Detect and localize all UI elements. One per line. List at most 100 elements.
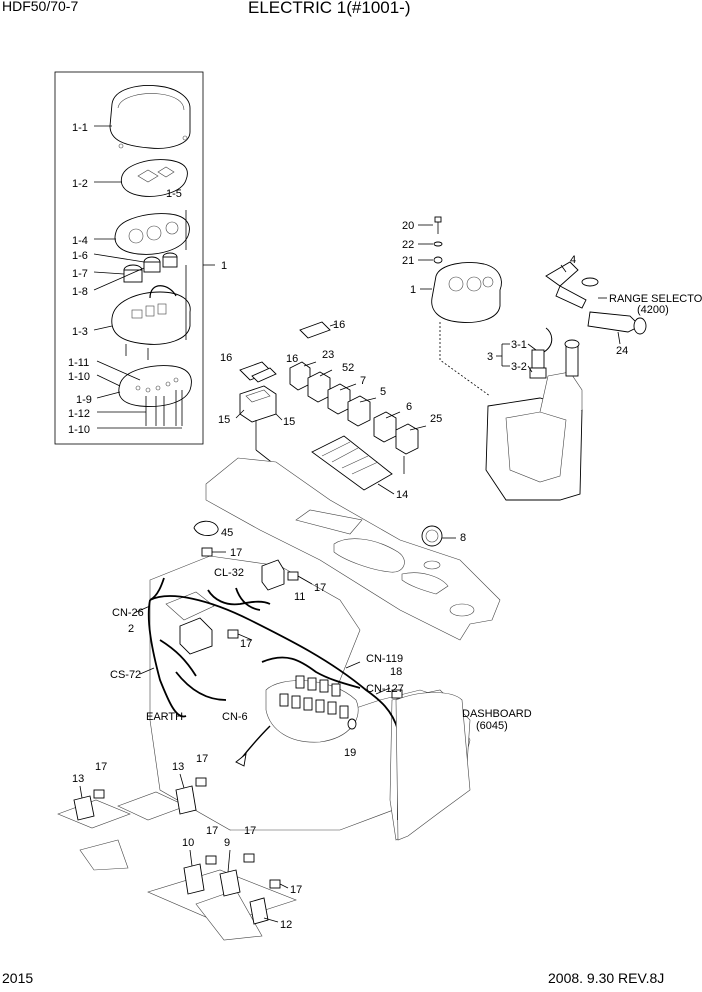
callout-1-3: 1-3 — [72, 326, 88, 338]
connector-bank — [235, 675, 359, 767]
callout-8: 8 — [460, 532, 466, 544]
rocker-switches — [289, 361, 419, 455]
wire-harness-2 — [147, 577, 399, 820]
callout-17h: 17 — [290, 884, 302, 896]
callout-45: 45 — [221, 527, 233, 539]
callout-cn-119: CN-119 — [366, 653, 403, 665]
callout-10: 10 — [182, 837, 194, 849]
top-right-callouts: 20 22 21 1 4 3 3-1 3-2 24 RANGE SELECTOR… — [402, 220, 702, 373]
dashboard-ref-panel: DASHBOARD (6045) — [395, 692, 532, 841]
callout-18: 18 — [390, 666, 402, 678]
cluster-cover-1-1 — [109, 85, 191, 149]
callout-16c: 16 — [286, 353, 298, 365]
dashboard-label: DASHBOARD — [462, 708, 532, 720]
dashboard-ref: (6045) — [476, 720, 508, 732]
range-selector-ref: (4200) — [637, 304, 669, 316]
callout-1-top: 1 — [410, 284, 416, 296]
callout-21: 21 — [402, 255, 414, 267]
callout-16a: 16 — [333, 319, 345, 331]
callout-1-7: 1-7 — [72, 268, 88, 280]
callout-22: 22 — [402, 239, 414, 251]
callout-1-6: 1-6 — [72, 250, 88, 262]
model-label: HDF50/70-7 — [2, 0, 79, 14]
callout-52: 52 — [342, 362, 354, 374]
cluster-plate-1-4 — [114, 213, 190, 255]
callout-17e: 17 — [196, 753, 208, 765]
callout-17f: 17 — [206, 825, 218, 837]
cluster-lens-1-2 — [120, 159, 188, 197]
callout-cn-6: CN-6 — [222, 711, 248, 723]
callout-1-9: 1-9 — [76, 394, 92, 406]
callout-25: 25 — [430, 413, 442, 425]
callout-1: 1 — [221, 260, 227, 272]
callout-1-5: 1-5 — [166, 188, 182, 200]
cluster-pcb-1-9 — [118, 365, 192, 407]
cluster-screws — [125, 210, 187, 426]
callout-17c: 17 — [240, 638, 252, 650]
callout-7: 7 — [360, 375, 366, 387]
callout-12: 12 — [280, 919, 292, 931]
callout-17a: 17 — [230, 547, 242, 559]
callout-17d: 17 — [95, 761, 107, 773]
range-selector-label: RANGE SELECTOR — [609, 293, 702, 305]
callout-13b: 13 — [172, 761, 184, 773]
lever-switch-4 — [545, 261, 599, 309]
gauge-8 — [421, 525, 456, 547]
callout-13a: 13 — [72, 773, 84, 785]
callout-cn-127: CN-127 — [366, 683, 404, 695]
range-selector-24 — [587, 311, 647, 345]
switch-frame-14 — [311, 435, 395, 495]
date-revision: 2008. 9.30 REV.8J — [548, 970, 665, 986]
cluster-callouts: 1-1 1-2 1-5 1-4 1-6 1-7 1-8 1-3 1-11 1-1… — [68, 122, 227, 436]
callout-6: 6 — [406, 401, 412, 413]
callout-1-2: 1-2 — [72, 178, 88, 190]
switch-pads-16 — [239, 321, 337, 383]
cluster-gauges-1-6-1-7-1-8 — [123, 252, 178, 283]
callout-1-10b: 1-10 — [68, 424, 90, 436]
callout-2: 2 — [128, 623, 134, 635]
callout-1-8: 1-8 — [72, 286, 88, 298]
callout-cl-32: CL-32 — [214, 567, 244, 579]
callout-3-2: 3-2 — [511, 361, 527, 373]
cluster-leader-lines — [93, 125, 182, 429]
relay-callouts: 13 17 13 17 10 17 9 17 17 12 — [72, 753, 302, 931]
screw-20-washer-22-21 — [418, 216, 443, 264]
callout-15b: 15 — [283, 416, 295, 428]
callout-3: 3 — [487, 351, 493, 363]
relays-13-9-10-12 — [73, 785, 269, 925]
dashboard-top-panel — [205, 457, 501, 641]
callout-9: 9 — [224, 837, 230, 849]
callout-cn-26: CN-26 — [112, 607, 144, 619]
callout-1-12: 1-12 — [68, 408, 90, 420]
callout-20: 20 — [402, 220, 414, 232]
callout-17b: 17 — [314, 582, 326, 594]
page-number: 2015 — [2, 970, 34, 986]
callout-1-11: 1-11 — [68, 357, 89, 369]
callout-1-4: 1-4 — [72, 235, 88, 247]
callout-cs-72: CS-72 — [110, 669, 141, 681]
callout-3-1: 3-1 — [511, 339, 527, 351]
steering-column-console — [485, 339, 583, 501]
callout-4: 4 — [570, 254, 576, 266]
callout-17g: 17 — [244, 825, 256, 837]
switch-bezel-15 — [235, 385, 283, 423]
diagram-title: ELECTRIC 1(#1001-) — [248, 0, 411, 17]
callout-11: 11 — [294, 591, 305, 603]
switch-3-1-3-2 — [496, 327, 553, 379]
fuse-block — [179, 520, 285, 655]
callout-1-10: 1-10 — [68, 371, 90, 383]
callout-19: 19 — [344, 747, 356, 759]
screws-17-panel — [201, 547, 403, 730]
cluster-group-box — [54, 71, 215, 445]
callout-earth: EARTH — [146, 711, 183, 723]
switch-callouts: 16 16 16 23 52 7 5 6 25 15 15 14 — [218, 319, 442, 501]
display-cluster-assembly — [420, 262, 502, 397]
callout-24: 24 — [616, 345, 628, 357]
callout-5: 5 — [380, 386, 386, 398]
callout-16b: 16 — [220, 352, 232, 364]
panel-callouts: 45 17 CL-32 17 11 8 CN-26 2 17 CS-72 EAR… — [110, 527, 466, 759]
callout-1-1: 1-1 — [72, 122, 88, 134]
callout-15a: 15 — [218, 414, 230, 426]
callout-14: 14 — [396, 489, 408, 501]
